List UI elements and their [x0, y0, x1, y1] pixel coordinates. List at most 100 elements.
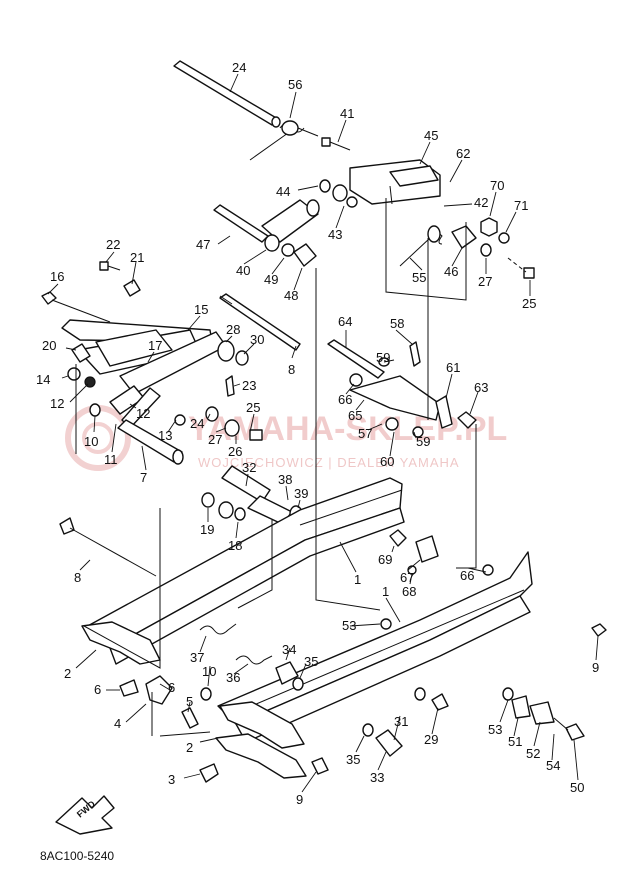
callout-32: 32	[242, 460, 256, 475]
callout-6-b: 6	[168, 680, 175, 695]
callout-4: 4	[114, 716, 121, 731]
callout-33: 33	[370, 770, 384, 785]
bushings-44	[319, 179, 358, 208]
callout-28: 28	[226, 322, 240, 337]
callout-35-b: 35	[346, 752, 360, 767]
callout-17: 17	[148, 338, 162, 353]
callout-61: 61	[446, 360, 460, 375]
callout-53: 53	[342, 618, 356, 633]
spring-55	[399, 225, 492, 267]
callout-41: 41	[340, 106, 354, 121]
callout-62: 62	[456, 146, 470, 161]
callout-37: 37	[190, 650, 204, 665]
small-parts-right	[380, 529, 607, 741]
tube-7	[117, 419, 184, 465]
callout-18: 18	[228, 538, 242, 553]
callout-59: 59	[376, 350, 390, 365]
fwd-arrow: FWD	[55, 795, 115, 835]
right-linkage	[327, 339, 477, 438]
callout-9-b: 9	[296, 792, 303, 807]
callout-49: 49	[264, 272, 278, 287]
callout-10: 10	[84, 434, 98, 449]
collars-center	[205, 406, 263, 441]
slide-rail-left	[81, 477, 405, 665]
fasteners-right	[480, 217, 535, 279]
callout-27: 27	[478, 274, 492, 289]
callout-25: 25	[522, 296, 536, 311]
shock-absorber-47	[213, 199, 320, 243]
callout-53-b: 53	[488, 722, 502, 737]
callout-3: 3	[168, 772, 175, 787]
callout-1-b: 1	[382, 584, 389, 599]
bolt-41	[321, 137, 351, 151]
callout-43: 43	[328, 227, 342, 242]
front-arm-assembly	[61, 319, 235, 429]
callout-58: 58	[390, 316, 404, 331]
callout-22: 22	[106, 237, 120, 252]
callout-31: 31	[394, 714, 408, 729]
callout-19: 19	[200, 522, 214, 537]
callout-55: 55	[412, 270, 426, 285]
callout-26: 26	[228, 444, 242, 459]
callout-8-b: 8	[74, 570, 81, 585]
diagram-reference-code: 8AC100-5240	[40, 849, 114, 863]
callout-35: 35	[304, 654, 318, 669]
callout-56: 56	[288, 77, 302, 92]
callout-14: 14	[36, 372, 50, 387]
guide-lines	[75, 198, 477, 737]
callout-8: 8	[288, 362, 295, 377]
callout-25-b: 25	[246, 400, 260, 415]
callout-10-b: 10	[202, 664, 216, 679]
callout-65: 65	[348, 408, 362, 423]
callout-34: 34	[282, 642, 296, 657]
callout-60: 60	[380, 454, 394, 469]
callout-6: 6	[94, 682, 101, 697]
callout-59-b: 59	[416, 434, 430, 449]
callout-44: 44	[276, 184, 290, 199]
watermark-subtitle: WOJCIECHOWICZ | DEALER YAMAHA	[198, 455, 460, 470]
callout-50: 50	[570, 780, 584, 795]
watermark: YAMAHA-SKLEP.PL WOJCIECHOWICZ | DEALER Y…	[65, 405, 507, 471]
callout-39: 39	[294, 486, 308, 501]
callout-21: 21	[130, 250, 144, 265]
callout-27-b: 27	[208, 432, 222, 447]
callout-42: 42	[474, 195, 488, 210]
callout-20: 20	[42, 338, 56, 353]
callout-2: 2	[64, 666, 71, 681]
callout-70: 70	[490, 178, 504, 193]
callout-46: 46	[444, 264, 458, 279]
callout-12-b: 12	[136, 406, 150, 421]
callout-71: 71	[514, 198, 528, 213]
callout-1: 1	[354, 572, 361, 587]
callout-2-b: 2	[186, 740, 193, 755]
callout-7: 7	[140, 470, 147, 485]
callout-68: 68	[402, 584, 416, 599]
callout-13: 13	[158, 428, 172, 443]
parts-layer: FWD	[41, 60, 607, 835]
callout-numbers: 24 56 41 45 62 44 70 42 71 47 43 40 49 5…	[36, 60, 599, 807]
callout-54: 54	[546, 758, 560, 773]
callout-16: 16	[50, 269, 64, 284]
callout-30: 30	[250, 332, 264, 347]
collars-40-49-48	[264, 234, 317, 267]
callout-11: 11	[104, 452, 118, 467]
watermark-title: YAMAHA-SKLEP.PL	[188, 410, 507, 448]
small-parts-left	[67, 343, 249, 426]
torsion-spring-56	[249, 120, 319, 161]
callout-45: 45	[424, 128, 438, 143]
callout-12: 12	[50, 396, 64, 411]
callout-57: 57	[358, 426, 372, 441]
callout-24-b: 24	[190, 416, 204, 431]
callout-5: 5	[186, 694, 193, 709]
callout-66-b: 66	[460, 568, 474, 583]
callout-52: 52	[526, 746, 540, 761]
bolts-16-22-21	[41, 261, 141, 323]
long-shaft-28	[219, 293, 301, 351]
callout-15: 15	[194, 302, 208, 317]
callout-leaders	[47, 73, 599, 793]
rear-shaft	[173, 60, 281, 128]
callout-40: 40	[236, 263, 250, 278]
callout-51: 51	[508, 734, 522, 749]
callout-38: 38	[278, 472, 292, 487]
